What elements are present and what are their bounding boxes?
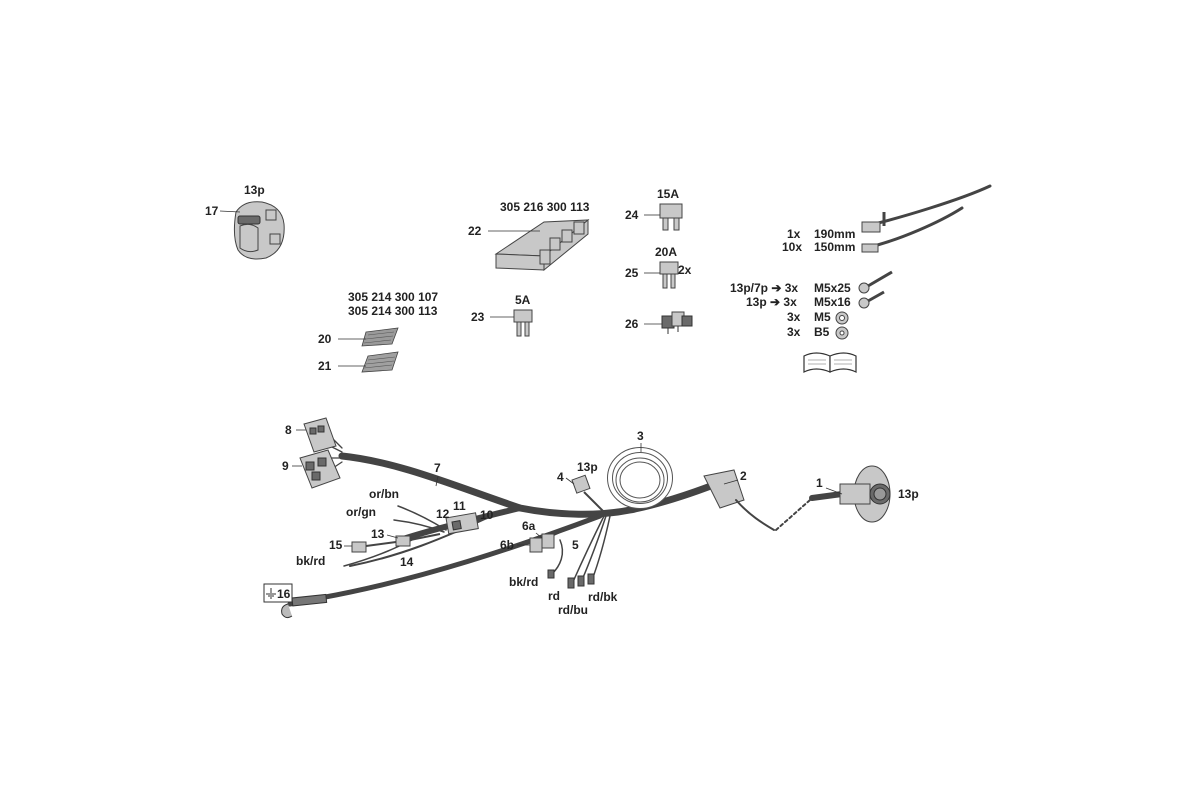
p16-label: 16 <box>277 587 291 601</box>
wiring-harness-icon <box>281 417 891 619</box>
p1-label: 1 <box>816 476 823 490</box>
tie1-qty: 1x <box>787 227 801 241</box>
connector-26-icon <box>661 311 693 334</box>
p14-label: 14 <box>400 555 414 569</box>
wire-or-gn-label: or/gn <box>346 505 376 519</box>
tie2-length: 150mm <box>814 240 855 254</box>
wire-rd-label: rd <box>548 589 560 603</box>
code-b: 305 214 300 113 <box>348 304 438 318</box>
nut-size: M5 <box>814 310 831 324</box>
p15-label: 15 <box>329 538 343 552</box>
p1-pins: 13p <box>898 487 919 501</box>
fuse-icon <box>513 309 533 337</box>
p21-label: 21 <box>318 359 332 373</box>
p5-label: 5 <box>572 538 579 552</box>
washer-size: B5 <box>814 325 830 339</box>
cable-tie-icon <box>861 206 964 253</box>
screw2-size: M5x16 <box>814 295 851 309</box>
p25-qty: 2x <box>678 263 692 277</box>
p4-pins: 13p <box>577 460 598 474</box>
p22-code: 305 216 300 113 <box>500 200 590 214</box>
p11-label: 11 <box>453 499 466 513</box>
wire-rd-bk-label: rd/bk <box>588 590 618 604</box>
p4-label: 4 <box>557 470 564 484</box>
wire-rd-bu-label: rd/bu <box>558 603 588 617</box>
screw1-qty: 13p/7p ➔ 3x <box>730 281 798 295</box>
tie2-qty: 10x <box>782 240 802 254</box>
p26-label: 26 <box>625 317 639 331</box>
washer-icon <box>835 326 849 340</box>
ground-symbol-icon <box>263 583 293 603</box>
nut-icon <box>835 311 849 325</box>
screw1-size: M5x25 <box>814 281 851 295</box>
p6a-label: 6a <box>522 519 536 533</box>
nut-qty: 3x <box>787 310 801 324</box>
socket-13p-icon <box>233 201 285 260</box>
p23-rating: 5A <box>515 293 531 307</box>
fuse-icon <box>659 261 679 289</box>
p2-label: 2 <box>740 469 747 483</box>
label-sticker-20-icon <box>361 327 399 347</box>
p8-label: 8 <box>285 423 292 437</box>
p17-pins-label: 13p <box>244 183 265 197</box>
p23-label: 23 <box>471 310 485 324</box>
tie1-length: 190mm <box>814 227 855 241</box>
screw-icon <box>858 290 885 309</box>
screw-icon <box>858 270 893 294</box>
p12-label: 12 <box>436 507 450 521</box>
p24-label: 24 <box>625 208 639 222</box>
fuse-icon <box>659 203 683 231</box>
p20-label: 20 <box>318 332 332 346</box>
label-sticker-21-icon <box>361 351 399 373</box>
code-a: 305 214 300 107 <box>348 290 438 304</box>
manual-book-icon <box>803 352 857 373</box>
p17-label: 17 <box>205 204 219 218</box>
p22-label: 22 <box>468 224 482 238</box>
p7-label: 7 <box>434 461 441 475</box>
p24-rating: 15A <box>657 187 679 201</box>
wire-bk-rd-label: bk/rd <box>509 575 538 589</box>
p13-label: 13 <box>371 527 385 541</box>
p25-rating: 20A <box>655 245 677 259</box>
wire-or-bn-label: or/bn <box>369 487 399 501</box>
screw2-qty: 13p ➔ 3x <box>746 295 797 309</box>
wire-bk-rd-label: bk/rd <box>296 554 325 568</box>
p9-label: 9 <box>282 459 289 473</box>
washer-qty: 3x <box>787 325 801 339</box>
p10-label: 10 <box>480 508 494 522</box>
cable-tie-icon <box>861 184 992 233</box>
p25-label: 25 <box>625 266 639 280</box>
p6b-label: 6b <box>500 538 514 552</box>
p3-label: 3 <box>637 429 644 443</box>
relay-module-icon <box>494 218 590 272</box>
